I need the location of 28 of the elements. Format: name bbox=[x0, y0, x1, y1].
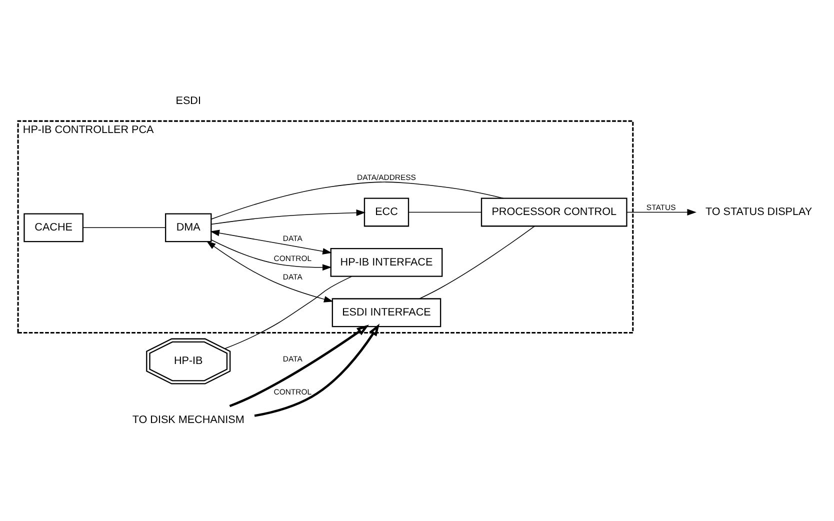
node-box: CACHE bbox=[24, 213, 84, 242]
connector bbox=[82, 227, 166, 228]
node-box: HP-IB INTERFACE bbox=[330, 248, 443, 277]
node-box: ESDI INTERFACE bbox=[332, 298, 442, 328]
arrow bbox=[229, 324, 370, 408]
connector bbox=[419, 226, 535, 300]
node-box: ECC bbox=[364, 198, 410, 227]
node-text: TO STATUS DISPLAY bbox=[706, 206, 812, 218]
arrow bbox=[210, 240, 332, 271]
edge-label: CONTROL bbox=[274, 254, 312, 263]
arrow bbox=[210, 210, 366, 225]
node-text: TO DISK MECHANISM bbox=[132, 414, 244, 426]
arrow bbox=[254, 324, 380, 417]
node-box: PROCESSOR CONTROL bbox=[480, 198, 628, 227]
edge-label: DATA/ADDRESS bbox=[357, 172, 416, 182]
node-box: DMA bbox=[165, 213, 212, 242]
arrow bbox=[206, 240, 334, 302]
edge-label: CONTROL bbox=[274, 388, 312, 397]
arrow bbox=[626, 208, 696, 216]
edge-label: STATUS bbox=[646, 202, 676, 212]
edge-label: DATA bbox=[282, 354, 302, 364]
connector bbox=[224, 276, 352, 350]
edge-label: DATA bbox=[282, 234, 302, 243]
connector bbox=[408, 212, 482, 213]
label: ESDI bbox=[176, 94, 201, 107]
connector bbox=[210, 182, 504, 220]
arrow bbox=[210, 230, 332, 254]
edge-label: DATA bbox=[282, 272, 302, 282]
